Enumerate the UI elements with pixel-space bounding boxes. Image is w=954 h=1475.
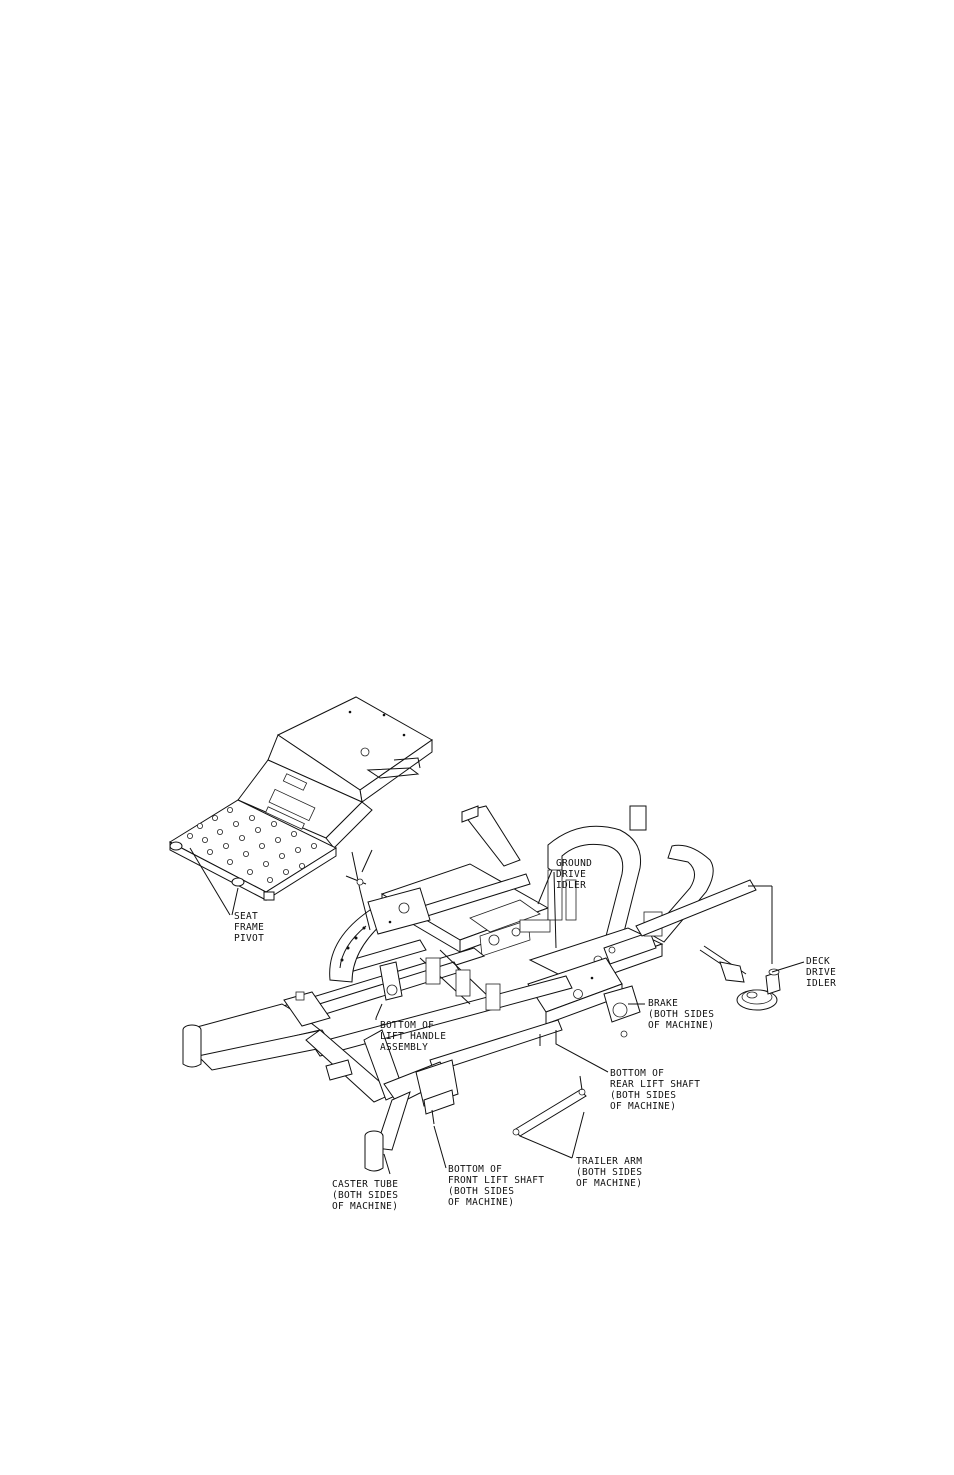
callout-deck-drive-idler: DECK DRIVE IDLER — [806, 956, 836, 989]
lift-handle-line-3: ASSEMBLY — [380, 1042, 428, 1053]
deck-drive-idler-part — [699, 945, 781, 1011]
front-lift-shaft-line-1: BOTTOM OF — [448, 1164, 502, 1175]
footplate-holes — [186, 807, 317, 884]
trailer-arm-line-3: OF MACHINE) — [576, 1178, 642, 1189]
lift-handle-line-2: LIFT HANDLE — [380, 1031, 446, 1042]
seat-frame-pivot-line-3: PIVOT — [234, 933, 264, 944]
seat-frame-pivot-line-2: FRAME — [234, 922, 264, 933]
deck-drive-idler-line-1: DECK — [806, 956, 830, 967]
deck-drive-idler-line-2: DRIVE — [806, 967, 836, 978]
front-lift-shaft-line-3: (BOTH SIDES — [448, 1186, 514, 1197]
brake-line-2: (BOTH SIDES — [648, 1009, 714, 1020]
callout-ground-drive-idler: GROUND DRIVE IDLER — [556, 858, 592, 891]
brake-line-3: OF MACHINE) — [648, 1020, 714, 1031]
front-lift-shaft-line-2: FRONT LIFT SHAFT — [448, 1175, 544, 1186]
mower-main-frame — [182, 805, 757, 1172]
ground-drive-idler-line-1: GROUND — [556, 858, 592, 869]
lift-handle-line-1: BOTTOM OF — [380, 1020, 434, 1031]
rear-lift-shaft-line-3: (BOTH SIDES — [610, 1090, 676, 1101]
seat-frame-pivot-line-1: SEAT — [234, 911, 258, 922]
callout-bottom-of-front-lift-shaft: BOTTOM OF FRONT LIFT SHAFT (BOTH SIDES O… — [448, 1164, 544, 1208]
front-lift-shaft-line-4: OF MACHINE) — [448, 1197, 514, 1208]
callout-brake: BRAKE (BOTH SIDES OF MACHINE) — [648, 998, 714, 1031]
rear-lift-shaft-line-1: BOTTOM OF — [610, 1068, 664, 1079]
trailer-arm-line-1: TRAILER ARM — [576, 1156, 642, 1167]
seat-footrest-assembly — [168, 696, 433, 901]
deck-drive-idler-line-3: IDLER — [806, 978, 836, 989]
callout-bottom-of-rear-lift-shaft: BOTTOM OF REAR LIFT SHAFT (BOTH SIDES OF… — [610, 1068, 700, 1112]
callout-bottom-of-lift-handle-assembly: BOTTOM OF LIFT HANDLE ASSEMBLY — [380, 1020, 446, 1053]
callout-caster-tube: CASTER TUBE (BOTH SIDES OF MACHINE) — [332, 1179, 398, 1212]
rear-lift-shaft-line-4: OF MACHINE) — [610, 1101, 676, 1112]
ground-drive-idler-line-2: DRIVE — [556, 869, 586, 880]
caster-tube-line-1: CASTER TUBE — [332, 1179, 398, 1190]
rear-lift-shaft-line-2: REAR LIFT SHAFT — [610, 1079, 700, 1090]
callout-leaders — [189, 847, 805, 1175]
caster-tube-line-3: OF MACHINE) — [332, 1201, 398, 1212]
ground-drive-idler-line-3: IDLER — [556, 880, 586, 891]
callout-trailer-arm: TRAILER ARM (BOTH SIDES OF MACHINE) — [576, 1156, 642, 1189]
brake-line-1: BRAKE — [648, 998, 678, 1009]
callout-seat-frame-pivot: SEAT FRAME PIVOT — [234, 911, 264, 944]
trailer-arm-line-2: (BOTH SIDES — [576, 1167, 642, 1178]
caster-tube-line-2: (BOTH SIDES — [332, 1190, 398, 1201]
